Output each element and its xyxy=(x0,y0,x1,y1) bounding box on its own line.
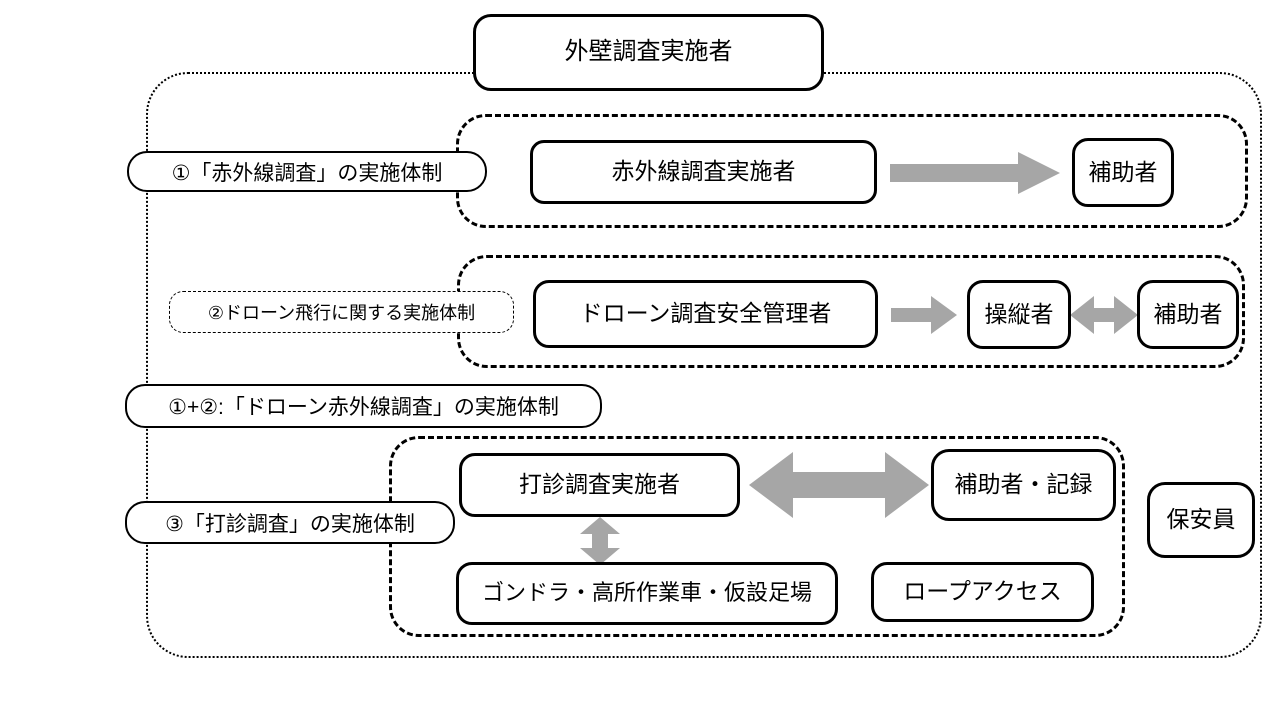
label-infrared-survey-structure: ①「赤外線調査」の実施体制 xyxy=(127,151,487,192)
box-drone-assistant: 補助者 xyxy=(1137,280,1239,349)
label-drone-flight-structure: ②ドローン飛行に関する実施体制 xyxy=(169,291,514,333)
box-hammering-survey-implementer: 打診調査実施者 xyxy=(459,453,740,517)
arrow-right-icon xyxy=(890,152,1060,194)
double-arrow-horizontal-large-icon xyxy=(749,452,929,518)
root-box-exterior-wall-investigator: 外壁調査実施者 xyxy=(473,14,824,91)
box-infrared-survey-implementer: 赤外線調査実施者 xyxy=(530,140,877,204)
label-hammering-survey-structure: ③「打診調査」の実施体制 xyxy=(125,501,455,544)
double-arrow-horizontal-small-icon xyxy=(1070,296,1138,334)
box-drone-operator: 操縦者 xyxy=(967,280,1071,349)
label-combined-drone-infrared-structure: ①+②:「ドローン赤外線調査」の実施体制 xyxy=(125,384,602,428)
box-drone-safety-manager: ドローン調査安全管理者 xyxy=(533,280,878,348)
box-hammering-assistant-recorder: 補助者・記録 xyxy=(931,449,1116,521)
box-gondola-aerial-platform-scaffold: ゴンドラ・高所作業車・仮設足場 xyxy=(456,562,838,625)
double-arrow-vertical-icon xyxy=(580,517,620,565)
box-security-guard: 保安員 xyxy=(1147,482,1255,558)
arrow-right-small-icon xyxy=(891,296,957,334)
box-rope-access: ロープアクセス xyxy=(871,562,1094,622)
box-infrared-assistant: 補助者 xyxy=(1072,138,1174,207)
